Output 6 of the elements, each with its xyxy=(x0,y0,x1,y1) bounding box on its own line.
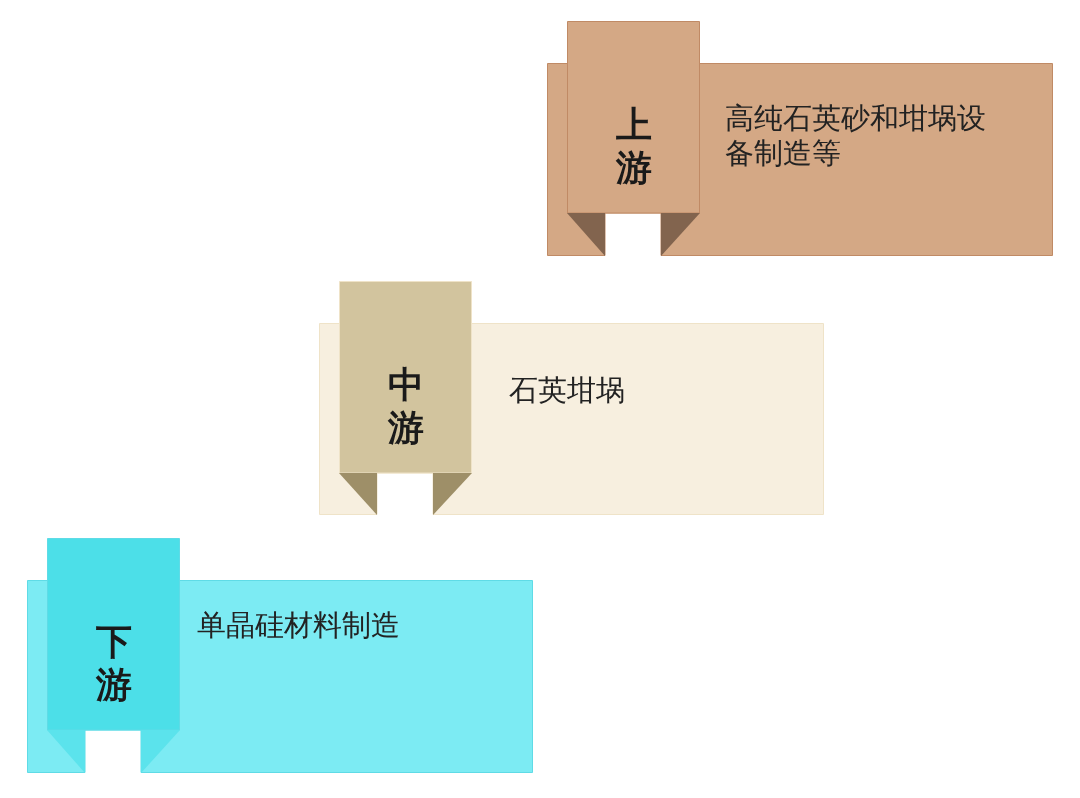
stage-description: 石英坩埚 xyxy=(509,373,626,408)
stage-heading: 下游 xyxy=(94,620,133,707)
stage-heading: 中游 xyxy=(386,363,425,450)
stage-heading: 上游 xyxy=(614,103,653,190)
stage-description: 高纯石英砂和坩埚设备制造等 xyxy=(725,101,987,171)
stage-description: 单晶硅材料制造 xyxy=(197,608,401,643)
